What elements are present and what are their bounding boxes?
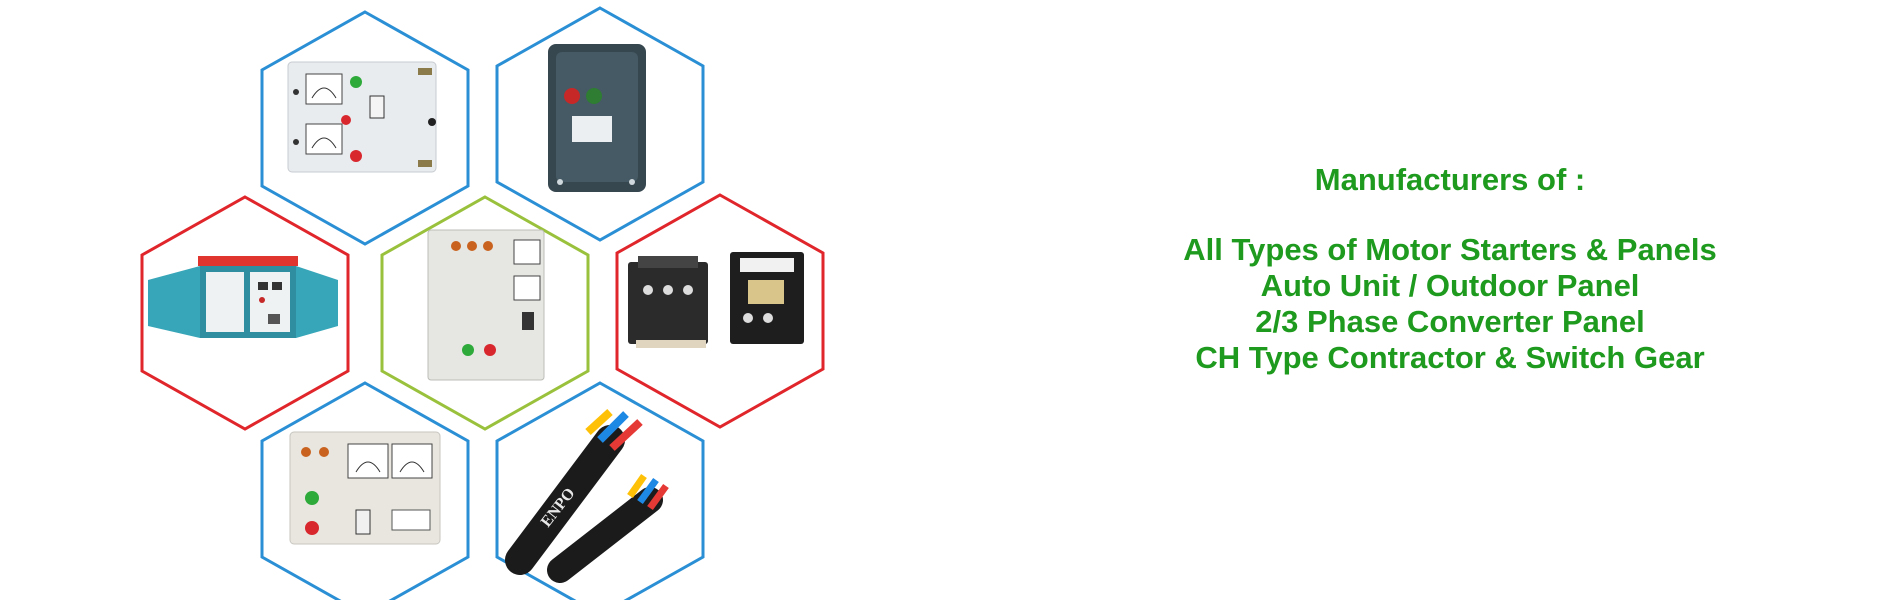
- product-hexagon-collage: ENPO: [140, 6, 825, 600]
- hex-meter-starter-panel: [260, 381, 470, 600]
- product-line-2: Auto Unit / Outdoor Panel: [1260, 268, 1640, 303]
- manufacturers-heading: Manufacturers of :: [1314, 162, 1586, 197]
- product-line-4: CH Type Contractor & Switch Gear: [1195, 340, 1705, 375]
- hex-auto-unit-panel: [380, 195, 590, 431]
- hex-ch-contactors: [615, 193, 825, 429]
- hex-outdoor-panel: [140, 195, 350, 431]
- hex-enpo-cables: ENPO: [495, 381, 705, 600]
- manufacturers-text-block: Manufacturers of : All Types of Motor St…: [1100, 160, 1800, 376]
- product-line-3: 2/3 Phase Converter Panel: [1255, 304, 1645, 339]
- hex-motor-starter-box: [495, 6, 705, 242]
- product-line-1: All Types of Motor Starters & Panels: [1183, 232, 1717, 267]
- hex-double-meter-panel: [260, 10, 470, 246]
